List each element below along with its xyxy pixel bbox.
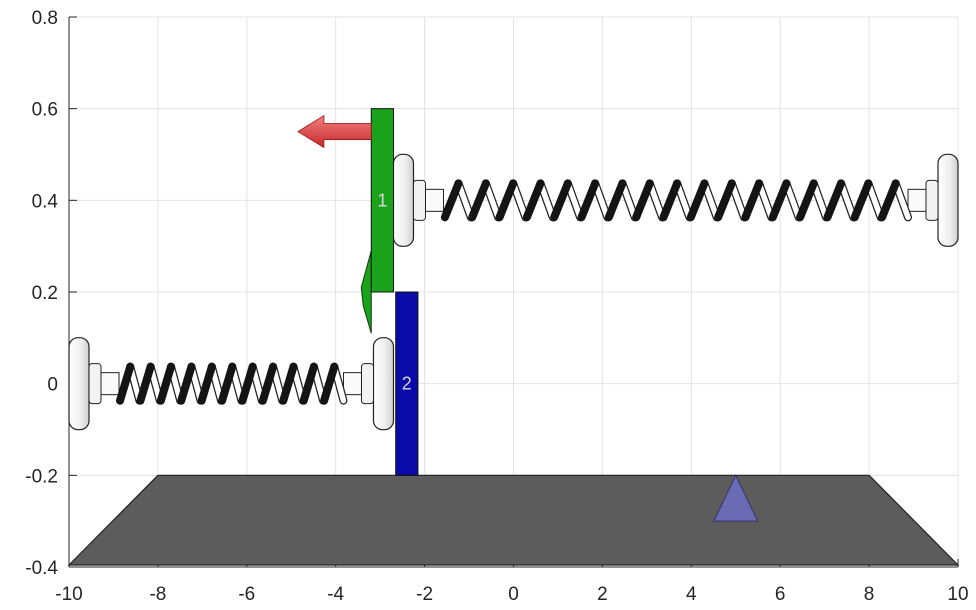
spring-collar (360, 363, 374, 405)
spring-coil-back-fill (537, 180, 556, 221)
spring-coil-back-fill (892, 180, 911, 221)
y-tick-label: 0 (47, 375, 58, 396)
position-marker-triangle (712, 474, 759, 522)
spring-coil-front (522, 179, 545, 222)
spring-end-cap (68, 337, 90, 431)
y-tick-label: -0.4 (25, 558, 58, 579)
spring-rod (424, 188, 444, 212)
x-tick-label: -2 (416, 584, 433, 605)
block-body (370, 108, 394, 293)
spring-coil-front (577, 179, 600, 222)
x-tick-label: 10 (947, 584, 968, 605)
spring-coil-back-fill (729, 180, 747, 221)
spring-coil-front (878, 179, 900, 222)
y-tick-label: 0.8 (32, 8, 58, 29)
spring-coil-front (632, 179, 654, 222)
spring-coil-front (468, 179, 490, 222)
spring-coil-back-fill (674, 180, 693, 221)
y-tick-label: -0.2 (25, 466, 58, 487)
spring-coil-front (768, 179, 791, 222)
spring-coil-back-fill (810, 180, 829, 221)
x-tick-label: -4 (327, 584, 344, 605)
spring-coil-front (116, 362, 135, 405)
springs (68, 153, 959, 431)
y-tick-label: 0.2 (32, 283, 58, 304)
spring-coil-front (197, 362, 216, 405)
spring-coil-front (299, 362, 318, 405)
spring-coil-front (440, 179, 463, 222)
x-tick-label: -10 (55, 584, 82, 605)
y-tick-label: 0.4 (32, 191, 59, 212)
spring-coil-front (238, 362, 257, 405)
spring-coil-back-fill (756, 180, 775, 221)
spring-coil-front (604, 179, 627, 222)
spring-coil-front (741, 179, 764, 222)
spring-end-cap (937, 153, 959, 247)
x-tick-label: -6 (238, 584, 255, 605)
spring-coil-front (279, 362, 298, 405)
spring-coil-front (156, 362, 176, 405)
spring-coil-back-fill (838, 180, 857, 221)
spring-coil-back-fill (701, 180, 720, 221)
ground-trapezoid (67, 474, 960, 566)
spring-collar (925, 179, 939, 221)
spring-coil-front (218, 362, 237, 405)
force-arrow-shape (297, 114, 372, 149)
spring-coil-front (495, 179, 518, 222)
spring-1 (68, 337, 395, 431)
tick-labels: -10 -8 -6 -4 -2 0 2 4 6 8 10 -0.4 -0.2 0 0.2 0.4 0.6 0.8 (25, 8, 968, 605)
spring-coil-back-fill (865, 180, 884, 221)
block-body (395, 291, 419, 476)
spring-rod (907, 188, 927, 212)
spring-coil-back-fill (783, 180, 802, 221)
spring-coil-front (320, 362, 339, 405)
spring-coil-front (550, 179, 572, 222)
block-label: 1 (377, 190, 387, 210)
spring-coil-front (714, 179, 736, 222)
y-tick-label: 0.6 (32, 100, 58, 121)
ground-platform (67, 474, 960, 566)
spring-collar (412, 179, 426, 221)
spring-coil-back-fill (483, 180, 501, 221)
spring-coil-back-fill (647, 180, 665, 221)
spring-collar (88, 363, 102, 405)
spring-coil-front (659, 179, 682, 222)
spring-coil-back-fill (565, 180, 583, 221)
spring-2 (392, 153, 959, 247)
spring-end-cap (372, 337, 395, 431)
spring-coil-front (796, 179, 818, 222)
spring-coil-front (136, 362, 155, 405)
spring-coil-back-fill (455, 180, 474, 221)
spring-rod (342, 372, 362, 396)
x-tick-label: 8 (864, 584, 875, 605)
block-1: 1 (360, 108, 394, 334)
x-tick-label: 0 (508, 584, 519, 605)
x-tick-label: 6 (775, 584, 786, 605)
blocks: 12 (360, 108, 419, 476)
spring-end-cap (392, 153, 415, 247)
block-2: 2 (395, 291, 419, 476)
spring-coil-back-fill (619, 180, 638, 221)
spring-coil-front (850, 179, 873, 222)
spring-rod (100, 372, 120, 396)
x-tick-label: 4 (686, 584, 697, 605)
x-tick-label: 2 (597, 584, 608, 605)
spring-coil-back-fill (510, 180, 529, 221)
spring-coil-front (686, 179, 709, 222)
spring-coil-front (258, 362, 278, 405)
spring-coil-front (177, 362, 196, 405)
block-fin (360, 250, 372, 334)
block-label: 2 (402, 374, 412, 394)
spring-coil-back-fill (592, 180, 611, 221)
spring-coil-front (823, 179, 846, 222)
x-tick-label: -8 (149, 584, 166, 605)
force-arrow (297, 114, 372, 149)
